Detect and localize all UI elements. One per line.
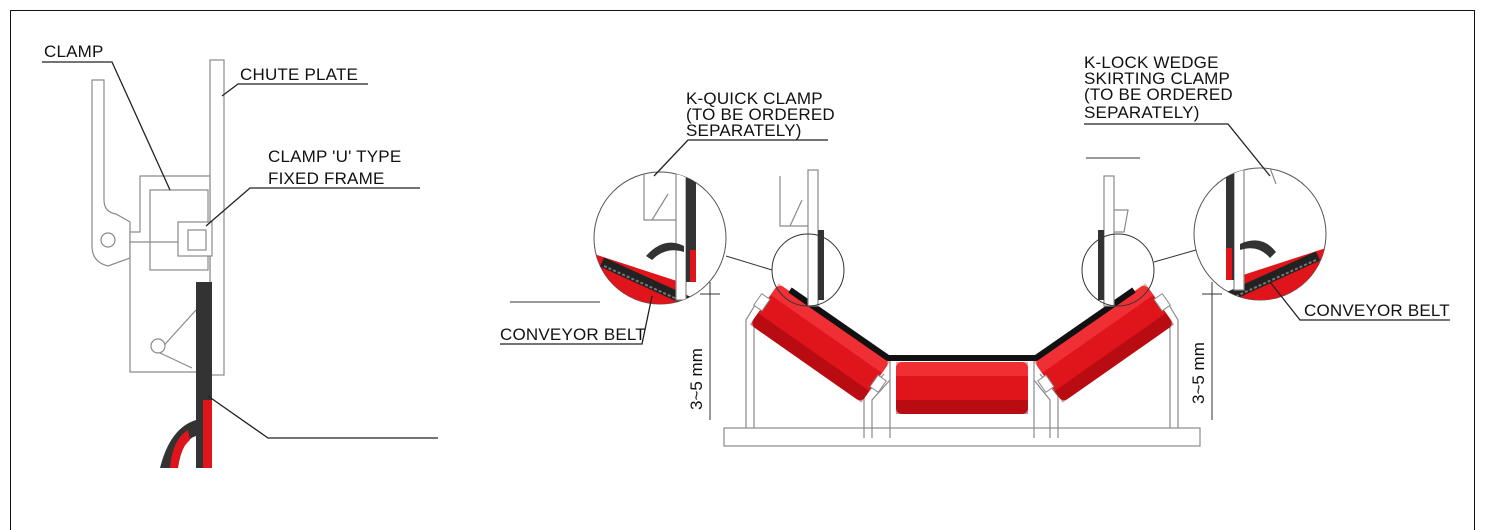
leader-clamp bbox=[42, 61, 171, 191]
label-conveyor-belt-left: CONVEYOR BELT bbox=[500, 325, 646, 344]
conveyor-belt-trough bbox=[788, 287, 1136, 361]
left-magnified-detail bbox=[593, 171, 727, 305]
leader-u-frame bbox=[205, 187, 420, 227]
left-skirt-rubber bbox=[818, 230, 824, 300]
leader-belt-left bbox=[500, 295, 653, 345]
leader-belt-right bbox=[1269, 281, 1450, 321]
leader-chute-plate bbox=[221, 83, 368, 97]
clamp-block-inner bbox=[187, 229, 207, 251]
bracket-pivot bbox=[150, 338, 166, 354]
label-clamp: CLAMP bbox=[44, 42, 104, 61]
clamp-assembly-detail: CLAMP CHUTE PLATE CLAMP 'U' TYPE FIXED F… bbox=[42, 42, 438, 468]
clamp-pivot bbox=[100, 232, 116, 248]
label-k-quick-2: (TO BE ORDERED bbox=[686, 105, 835, 124]
right-chute-plate bbox=[1103, 175, 1115, 307]
clamp-lever bbox=[91, 79, 131, 267]
label-k-lock-3: (TO BE ORDERED bbox=[1084, 85, 1233, 104]
center-roller bbox=[896, 362, 1028, 414]
label-gap-left: 3~5 mm bbox=[687, 348, 706, 410]
leader-k-lock bbox=[1084, 123, 1271, 177]
label-k-lock-4: SEPARATELY) bbox=[1084, 103, 1200, 122]
label-gap-right: 3~5 mm bbox=[1189, 342, 1208, 404]
label-k-lock-1: K-LOCK WEDGE bbox=[1084, 53, 1219, 72]
left-stand bbox=[745, 299, 759, 428]
label-u-type-2: FIXED FRAME bbox=[268, 169, 385, 188]
left-k-quick-clamp bbox=[779, 176, 808, 227]
label-chute-plate: CHUTE PLATE bbox=[240, 65, 358, 84]
left-chute-plate bbox=[807, 169, 819, 307]
label-k-quick-3: SEPARATELY) bbox=[686, 121, 802, 140]
leader-skirt bbox=[207, 395, 438, 439]
label-k-lock-2: SKIRTING CLAMP bbox=[1084, 69, 1230, 88]
left-zoom-link bbox=[725, 255, 773, 271]
right-zoom-link bbox=[1153, 249, 1197, 263]
right-k-lock-clamp bbox=[1114, 209, 1129, 233]
right-skirt-rubber bbox=[1098, 230, 1104, 300]
skirt-lip-red bbox=[170, 430, 190, 468]
right-stand bbox=[1165, 299, 1179, 428]
leader-k-quick bbox=[653, 139, 828, 177]
right-detail-circle-small bbox=[1081, 233, 1155, 307]
chute-plate bbox=[209, 59, 225, 376]
diagram-frame bbox=[10, 10, 1475, 530]
idler-base-frame bbox=[723, 427, 1201, 447]
left-wing-roller bbox=[749, 283, 891, 403]
label-u-type-1: CLAMP 'U' TYPE bbox=[268, 147, 401, 166]
troughed-conveyor-diagram: 3~5 mm 3~5 mm K-QUICK CLAMP (TO BE ORDER… bbox=[500, 53, 1450, 447]
label-k-quick-1: K-QUICK CLAMP bbox=[686, 89, 823, 108]
skirt-red-edge bbox=[203, 400, 212, 468]
label-conveyor-belt-right: CONVEYOR BELT bbox=[1304, 301, 1450, 320]
right-magnified-detail bbox=[1193, 167, 1327, 301]
